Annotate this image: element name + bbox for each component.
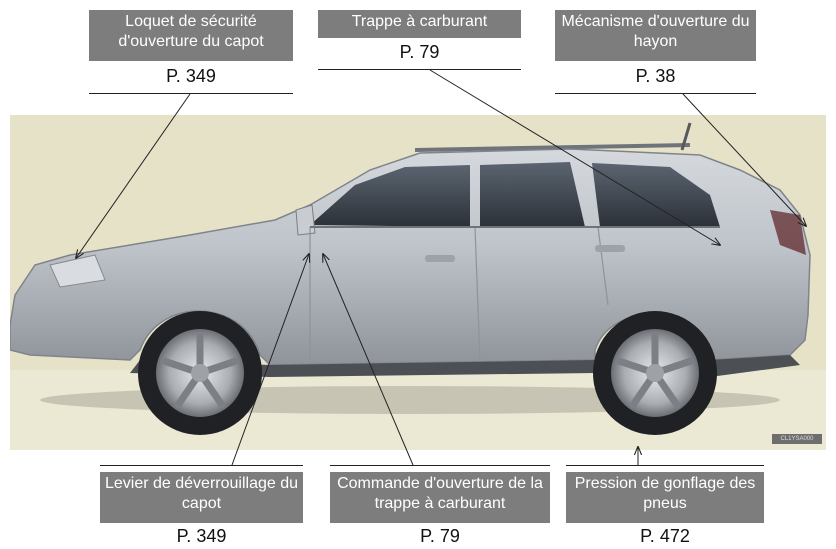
rule-hood-safety-latch [89, 93, 293, 94]
label-hood-safety-latch: Loquet de sécurité d'ouverture du capot [89, 10, 293, 61]
label-tire-pressure: Pression de gonflage des pneus [566, 472, 764, 523]
rule-fuel-door-opener [330, 465, 550, 466]
page-ref-tire-pressure: P. 472 [640, 526, 690, 546]
label-hood-release-lever: Levier de déverrouillage du capot [100, 472, 303, 523]
front-wheel [138, 311, 262, 435]
page-ref-hood-release-lever: P. 349 [176, 526, 227, 546]
image-watermark: CL1YSA000 [772, 434, 822, 444]
vehicle-side-view-illustration [10, 115, 826, 450]
page-ref-back-door-opener: P. 38 [635, 66, 676, 86]
rule-back-door-opener [555, 93, 756, 94]
rule-tire-pressure [566, 465, 764, 466]
rear-wheel [593, 311, 717, 435]
label-fuel-door-opener: Commande d'ouverture de la trappe à carb… [330, 472, 550, 523]
label-fuel-door: Trappe à carburant [318, 10, 521, 38]
rule-hood-release-lever [100, 465, 303, 466]
page-ref-hood-safety-latch: P. 349 [166, 66, 216, 86]
page-ref-fuel-door: P. 79 [399, 42, 440, 62]
label-back-door-opener: Mécanisme d'ouverture du hayon [555, 10, 756, 61]
rule-fuel-door [318, 69, 521, 70]
page-ref-fuel-door-opener: P. 79 [420, 526, 460, 546]
